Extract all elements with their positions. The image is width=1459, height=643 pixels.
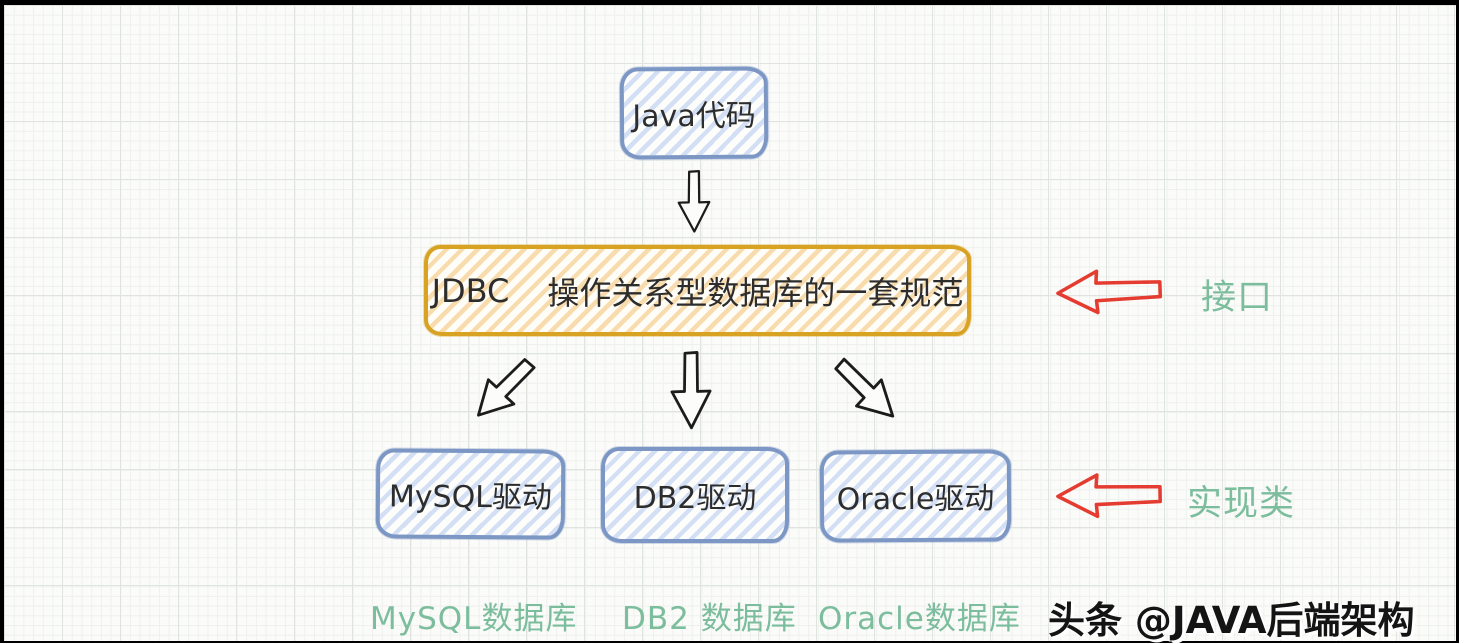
mysql-driver-label: MySQL驱动 <box>388 479 553 516</box>
jdbc-description-label: 操作关系型数据库的一套规范 <box>547 273 964 312</box>
jdbc-spec-box: JDBC 操作关系型数据库的一套规范 <box>424 245 971 336</box>
interface-annotation-label: 接口 <box>1201 278 1274 318</box>
mysql-driver-box: MySQL驱动 <box>375 448 566 540</box>
implementation-annotation-label: 实现类 <box>1187 484 1296 524</box>
db2-database-label: DB2 数据库 <box>622 601 797 637</box>
red-left-arrow-icon <box>1056 473 1162 519</box>
mysql-database-label: MySQL数据库 <box>370 601 578 637</box>
oracle-database-label: Oracle数据库 <box>818 601 1021 637</box>
down-right-arrow-icon <box>834 357 895 418</box>
down-arrow-icon <box>677 169 711 233</box>
red-left-arrow-icon <box>1056 269 1163 315</box>
oracle-driver-label: Oracle驱动 <box>836 481 995 518</box>
down-arrow-icon <box>670 351 712 430</box>
toutiao-watermark: 头条 @JAVA后端架构 <box>1048 599 1415 642</box>
java-code-box: Java代码 <box>619 66 769 160</box>
java-code-label: Java代码 <box>632 98 756 135</box>
oracle-driver-box: Oracle驱动 <box>819 449 1012 543</box>
graph-paper-background: Java代码 JDBC 操作关系型数据库的一套规范 接口 MySQL驱动 DB2… <box>4 5 1456 642</box>
jdbc-label: JDBC <box>431 271 510 310</box>
db2-driver-box: DB2驱动 <box>601 447 789 543</box>
db2-driver-label: DB2驱动 <box>633 481 757 516</box>
down-left-arrow-icon <box>477 358 536 417</box>
